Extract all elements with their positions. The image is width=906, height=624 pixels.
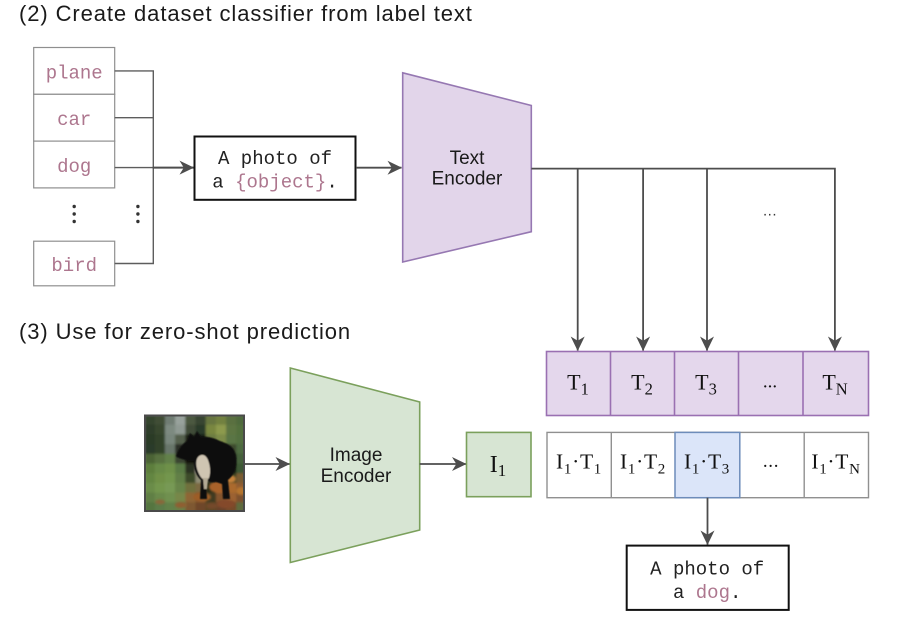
svg-text:(2) Create dataset classifier: (2) Create dataset classifier from label… <box>19 1 473 26</box>
svg-text:A photo of: A photo of <box>650 559 764 581</box>
svg-text:Text: Text <box>450 148 486 169</box>
svg-text:(3) Use for zero-shot predicti: (3) Use for zero-shot prediction <box>19 319 351 344</box>
svg-text:dog: dog <box>57 156 91 178</box>
svg-text:plane: plane <box>46 62 103 84</box>
svg-text:Image: Image <box>330 445 383 466</box>
svg-text:I1·T2: I1·T2 <box>620 450 666 478</box>
svg-text:bird: bird <box>51 255 97 277</box>
svg-text:...: ... <box>763 372 777 393</box>
svg-text:a {object}.: a {object}. <box>212 172 337 194</box>
svg-text:a dog.: a dog. <box>673 582 741 604</box>
svg-text:...: ... <box>763 203 777 220</box>
svg-text:Encoder: Encoder <box>432 169 503 190</box>
svg-text:I1·T3: I1·T3 <box>684 450 730 478</box>
svg-text:A photo of: A photo of <box>218 148 332 170</box>
svg-text:I1·T1: I1·T1 <box>556 450 602 478</box>
svg-text:...: ... <box>763 451 779 472</box>
svg-text:car: car <box>57 109 91 131</box>
svg-text:Encoder: Encoder <box>321 466 392 487</box>
